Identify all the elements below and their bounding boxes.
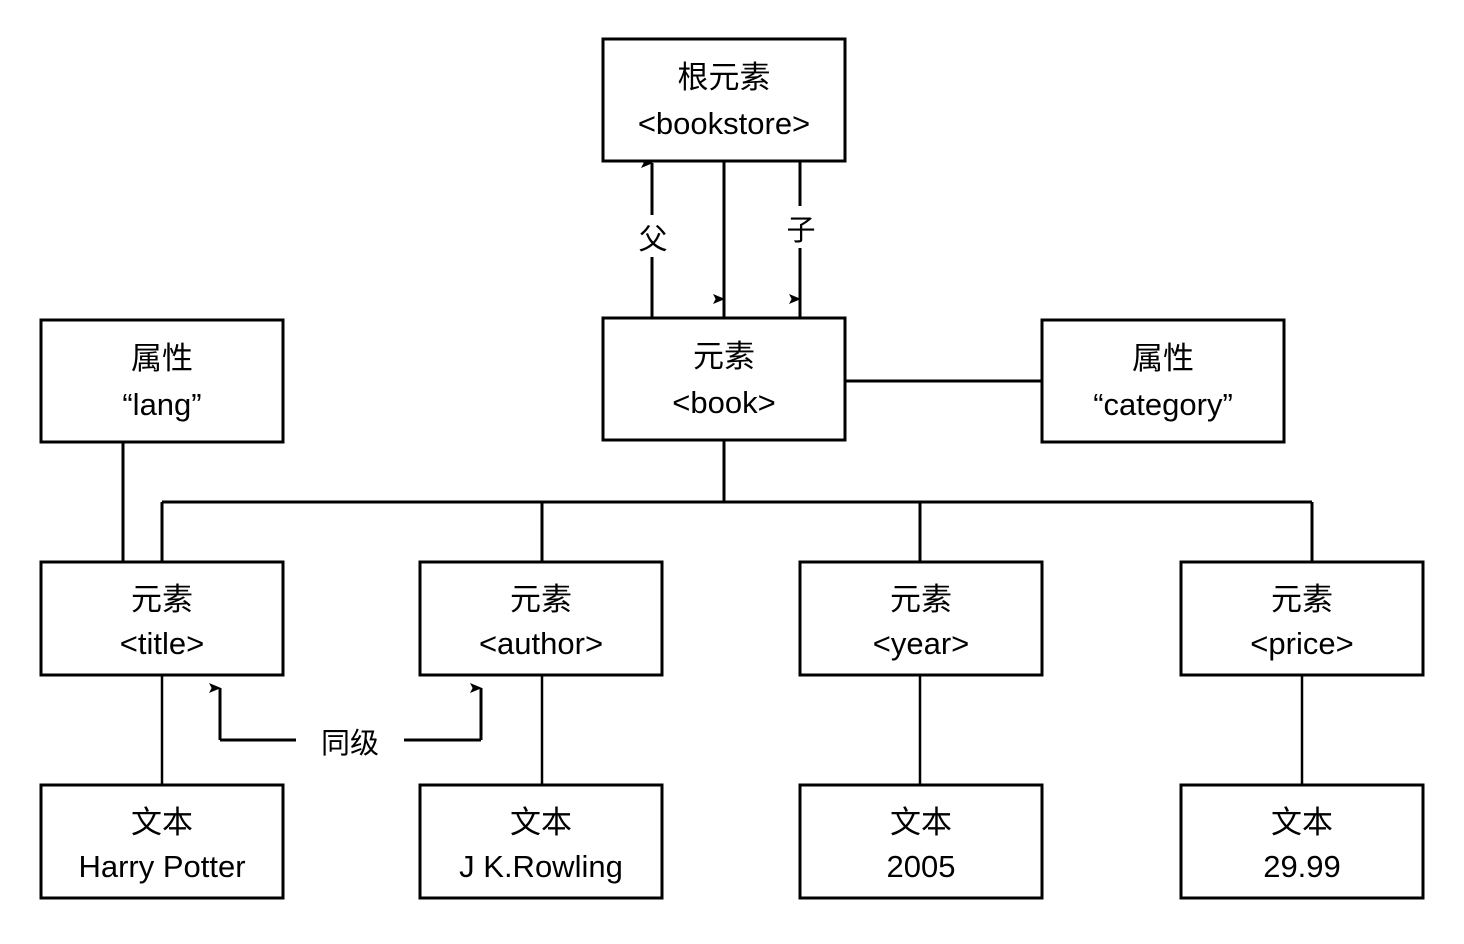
node-element-price-box[interactable] bbox=[1179, 560, 1425, 677]
node-text-2005[interactable]: 文本 2005 bbox=[798, 783, 1044, 900]
node-element-title-line2: <title> bbox=[120, 626, 204, 661]
edge-label-sibling-bg bbox=[296, 719, 404, 761]
node-text-2999-line2: 29.99 bbox=[1263, 849, 1341, 884]
node-text-jk-rowling-box[interactable] bbox=[418, 783, 664, 900]
node-text-2999[interactable]: 文本 29.99 bbox=[1179, 783, 1425, 900]
node-element-year-box[interactable] bbox=[798, 560, 1044, 677]
edge-label-sibling: 同级 bbox=[321, 726, 379, 760]
node-text-2005-box[interactable] bbox=[798, 783, 1044, 900]
node-text-2005-line2: 2005 bbox=[887, 849, 956, 884]
node-attribute-category-line1: 属性 bbox=[1132, 341, 1194, 377]
edge-label-sibling-group: 同级 bbox=[296, 719, 404, 761]
edge-label-child: 子 bbox=[786, 213, 815, 247]
node-element-book-line1: 元素 bbox=[693, 339, 755, 375]
node-element-author-line2: <author> bbox=[479, 626, 603, 661]
node-element-book-box[interactable] bbox=[601, 316, 847, 442]
node-root-bookstore-line2: <bookstore> bbox=[638, 106, 810, 141]
edge-label-parent-bg bbox=[630, 215, 676, 257]
node-attribute-category[interactable]: 属性 “category” bbox=[1040, 318, 1286, 444]
edge-label-child-bg bbox=[778, 206, 824, 248]
node-root-bookstore-line1: 根元素 bbox=[678, 60, 771, 96]
node-attribute-category-line2: “category” bbox=[1093, 387, 1233, 422]
node-attribute-lang-line1: 属性 bbox=[131, 341, 193, 377]
node-text-jk-rowling-line1: 文本 bbox=[510, 805, 572, 841]
node-text-harry-potter-box[interactable] bbox=[39, 783, 285, 900]
node-element-author-box[interactable] bbox=[418, 560, 664, 677]
node-element-title[interactable]: 元素 <title> bbox=[39, 560, 285, 677]
node-element-book-line2: <book> bbox=[672, 385, 775, 420]
node-element-author[interactable]: 元素 <author> bbox=[418, 560, 664, 677]
node-element-title-line1: 元素 bbox=[131, 582, 193, 618]
node-text-harry-potter-line1: 文本 bbox=[131, 805, 193, 841]
node-text-2999-line1: 文本 bbox=[1271, 805, 1333, 841]
node-attribute-lang-line2: “lang” bbox=[122, 387, 201, 422]
node-attribute-lang[interactable]: 属性 “lang” bbox=[39, 318, 285, 444]
node-text-harry-potter[interactable]: 文本 Harry Potter bbox=[39, 783, 285, 900]
node-element-year[interactable]: 元素 <year> bbox=[798, 560, 1044, 677]
edge-book-children-bus bbox=[160, 440, 1314, 562]
node-text-2999-box[interactable] bbox=[1179, 783, 1425, 900]
node-text-2005-line1: 文本 bbox=[890, 805, 952, 841]
node-element-price[interactable]: 元素 <price> bbox=[1179, 560, 1425, 677]
node-text-jk-rowling[interactable]: 文本 J K.Rowling bbox=[418, 783, 664, 900]
edge-label-parent: 父 bbox=[638, 222, 667, 256]
node-element-title-box[interactable] bbox=[39, 560, 285, 677]
node-element-author-line1: 元素 bbox=[510, 582, 572, 618]
edge-label-parent-group: 父 bbox=[630, 215, 676, 257]
edge-label-child-group: 子 bbox=[778, 206, 824, 248]
node-element-price-line2: <price> bbox=[1250, 626, 1353, 661]
node-root-bookstore[interactable]: 根元素 <bookstore> bbox=[601, 37, 847, 163]
node-root-bookstore-box[interactable] bbox=[601, 37, 847, 163]
node-element-year-line1: 元素 bbox=[890, 582, 952, 618]
node-element-price-line1: 元素 bbox=[1271, 582, 1333, 618]
node-text-harry-potter-line2: Harry Potter bbox=[78, 849, 245, 884]
node-element-year-line2: <year> bbox=[873, 626, 970, 661]
node-attribute-lang-box[interactable] bbox=[39, 318, 285, 444]
node-element-book[interactable]: 元素 <book> bbox=[601, 316, 847, 442]
node-text-jk-rowling-line2: J K.Rowling bbox=[459, 849, 623, 884]
edge-sibling bbox=[209, 683, 483, 742]
node-attribute-category-box[interactable] bbox=[1040, 318, 1286, 444]
